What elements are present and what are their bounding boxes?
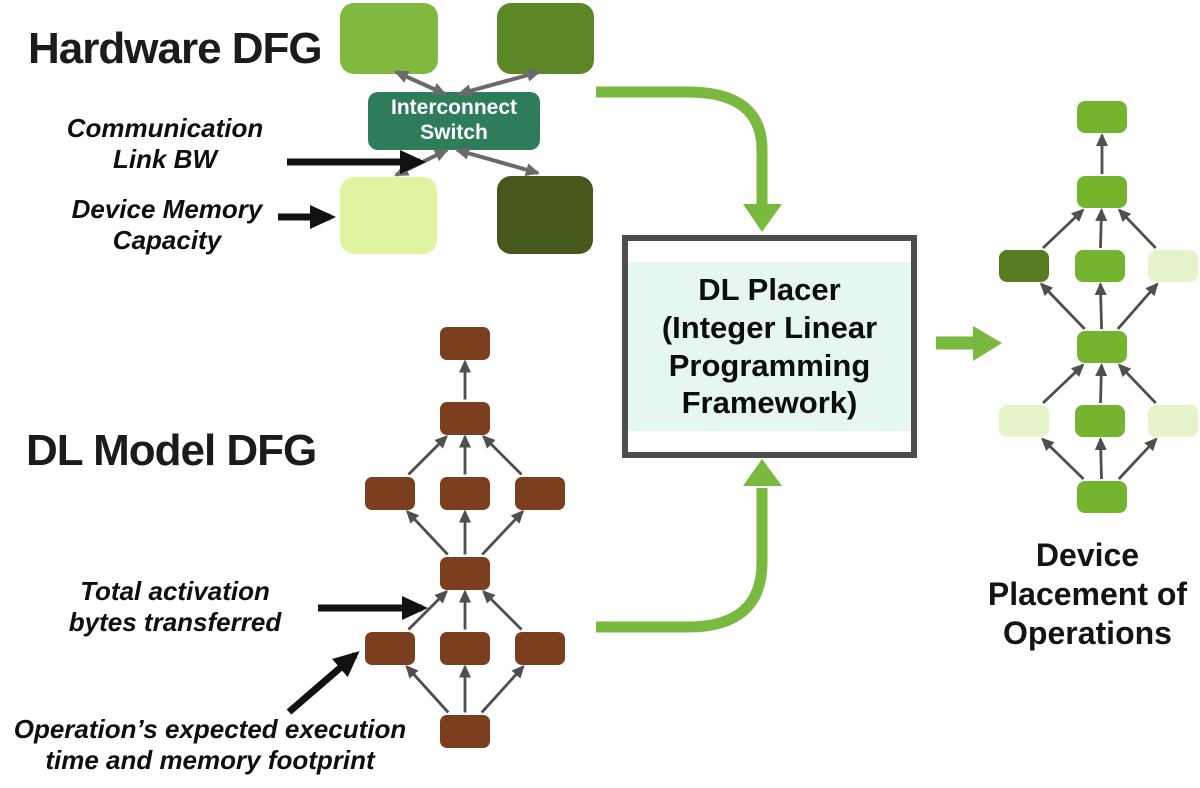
placement-dfg-node — [1077, 176, 1127, 208]
placement-dfg-node — [1148, 250, 1198, 282]
model-dfg-node — [365, 631, 415, 665]
placement-dfg-node — [1077, 481, 1127, 513]
model-dfg-node — [440, 714, 490, 748]
placement-dfg-node — [1077, 101, 1127, 133]
model-dfg-node — [365, 476, 415, 510]
placement-dfg-node — [1077, 331, 1127, 363]
model-dfg-node — [515, 476, 565, 510]
hw-device-bottom-left — [340, 177, 437, 254]
model-dfg-node — [440, 401, 490, 435]
placement-dfg-node — [1075, 250, 1125, 282]
model-dfg-node — [440, 556, 490, 590]
model-dfg-node — [515, 631, 565, 665]
placement-dfg-node — [999, 250, 1049, 282]
hw-device-top-right — [497, 3, 594, 74]
placement-dfg-node — [1075, 405, 1125, 437]
hw-device-top-left — [340, 3, 438, 74]
interconnect-switch-box: Interconnect Switch — [368, 92, 540, 150]
placement-dfg-node — [1148, 405, 1198, 437]
dl-placer-label: DL Placer (Integer Linear Programming Fr… — [661, 271, 878, 421]
dl-placer-fill — [628, 262, 911, 431]
model-dfg-node — [440, 631, 490, 665]
hw-device-bottom-right — [497, 176, 593, 254]
model-dfg-node — [440, 326, 490, 360]
dl-placer-box: DL Placer (Integer Linear Programming Fr… — [622, 235, 917, 458]
placement-dfg-node — [999, 405, 1049, 437]
model-dfg-node — [440, 476, 490, 510]
